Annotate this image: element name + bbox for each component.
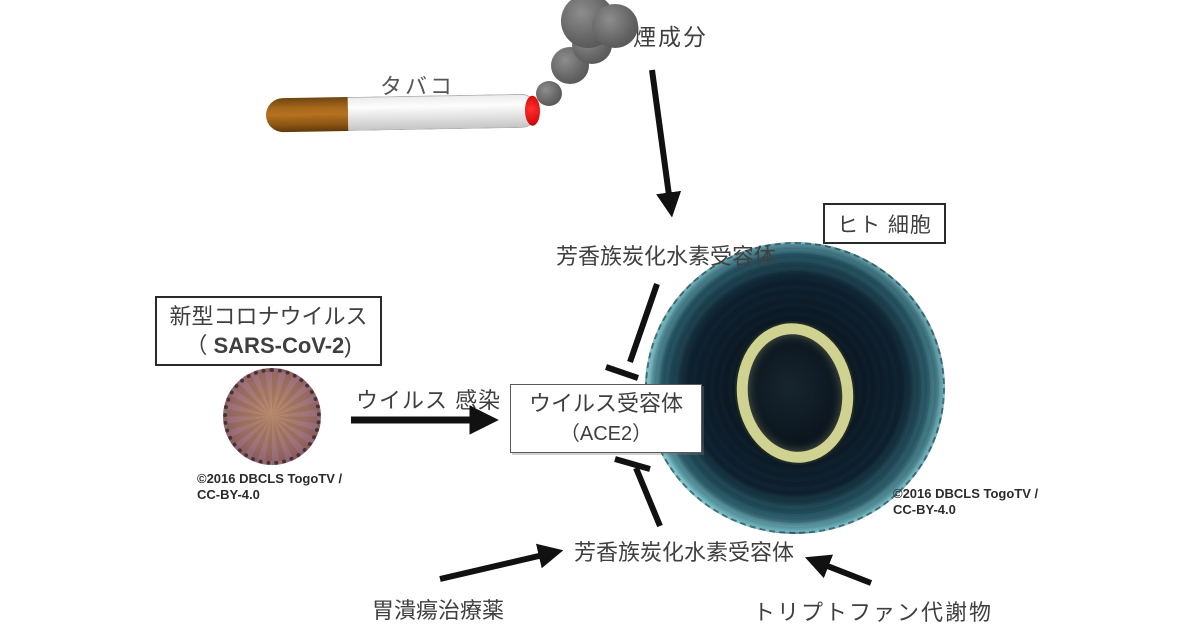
sars-cov2-text: SARS-CoV-2 (213, 333, 345, 358)
cigarette-filter (265, 96, 349, 133)
human-cell-label: ヒト 細胞 (837, 213, 932, 237)
virus-infection-label: ウイルス 感染 (356, 388, 502, 413)
stomach-ulcer-drug-label: 胃潰瘍治療薬 (372, 598, 505, 623)
virus-receptor-line1: ウイルス受容体 (528, 390, 683, 416)
virus-name-line1: 新型コロナウイルス (169, 304, 368, 329)
smoke-puff-icon (536, 81, 562, 106)
cell-credit-line2: CC-BY-4.0 (893, 502, 956, 517)
smoke-component-label: 煙成分 (633, 24, 708, 50)
inhibition-line-bottom (633, 466, 663, 528)
ahr-receptor-top-label: 芳香族炭化水素受容体 (556, 244, 777, 269)
human-cell-label-box: ヒト 細胞 (823, 203, 946, 244)
arrow-drug-to-ahr (439, 543, 564, 582)
virus-credit-line1: ©2016 DBCLS TogoTV / (197, 471, 343, 486)
cell-image-credit: ©2016 DBCLS TogoTV / CC-BY-4.0 (893, 486, 1038, 518)
arrow-tryptophan-to-ahr (804, 554, 873, 586)
ahr-receptor-bottom-label: 芳香族炭化水素受容体 (574, 540, 795, 565)
arrow-smoke-to-ahr (649, 69, 682, 218)
smoke-puff-icon (592, 4, 638, 48)
coronavirus-particle (223, 368, 321, 465)
cigarette-illustration (265, 93, 541, 133)
virus-image-credit: ©2016 DBCLS TogoTV / CC-BY-4.0 (197, 471, 342, 503)
virus-name-box: 新型コロナウイルス （ SARS-CoV-2) (155, 296, 382, 366)
virus-name-line2: （ SARS-CoV-2) (185, 333, 352, 358)
inhibition-cap-bottom (614, 456, 651, 472)
inhibition-cap-top (605, 364, 639, 381)
cell-credit-line1: ©2016 DBCLS TogoTV / (893, 486, 1039, 501)
tryptophan-metabolite-label: トリプトファン代謝物 (753, 600, 994, 625)
virus-receptor-line2: （ACE2） (559, 422, 653, 445)
virus-credit-line2: CC-BY-4.0 (197, 487, 260, 502)
virus-receptor-box: ウイルス受容体 （ACE2） (510, 384, 702, 453)
cigarette-body (347, 93, 539, 131)
